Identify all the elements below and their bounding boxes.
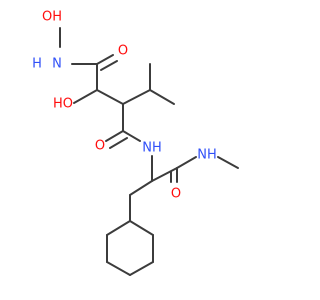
label-hydroxylamine-oh: OH [42,10,62,25]
bond-isopropyl-methyl2 [149,89,175,105]
bond-nh-methyl [217,156,239,169]
bond-alpha-ch2 [129,180,153,196]
label-hydroxylamine-nh: H [32,57,42,72]
bond-ch-oh [73,89,98,104]
bond-amide-c-n [122,130,141,142]
label-hydroxylamine-n: N [52,57,62,72]
bond-ring-3 [129,261,154,276]
bond-ring-4 [106,261,131,276]
bond-alpha-c [151,167,178,182]
label-amide-nh: NH [142,141,162,156]
label-hydroxy: HO [53,97,73,112]
bond-ring-6 [106,220,131,236]
bond-ring-1 [129,220,154,236]
atom-labels: OH H N O HO O NH O NH [32,10,217,202]
bond-amide-co-2 [109,137,128,149]
label-amide3-nh: NH [197,148,217,163]
bond-choh-ch [96,89,124,105]
bond-amide-co-1 [105,130,124,142]
bond-c-o-hydroxamic-1 [96,54,114,65]
molecule-structure-diagram: OH H N O HO O NH O NH [32,10,239,276]
label-amide1-o: O [118,44,128,59]
label-amide3-o: O [171,187,181,202]
bond-skeleton [59,27,239,276]
bond-c3-nh [176,156,197,169]
bond-ch-isopropyl [122,89,151,105]
bond-c-o-hydroxamic-2 [100,60,118,71]
label-amide2-o: O [95,139,105,154]
